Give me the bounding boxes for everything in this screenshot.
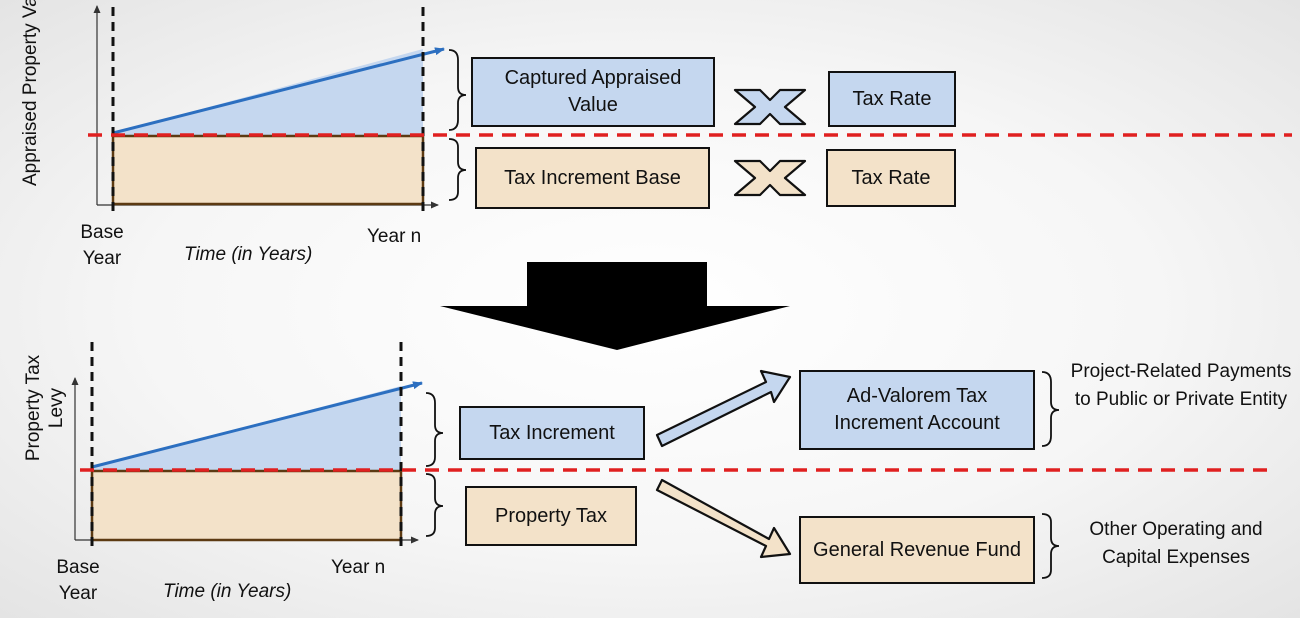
- captured-value-box: Captured Appraised Value: [471, 57, 715, 127]
- arrow-to-ad-valorem-icon: [655, 369, 792, 448]
- top-year-n-label: Year n: [367, 226, 422, 247]
- top-x-axis-label: Time (in Years): [184, 244, 313, 265]
- brace-tax-increment: [425, 392, 444, 467]
- bottom-base-area: [90, 469, 403, 542]
- ad-valorem-account-box: Ad-Valorem Tax Increment Account: [799, 370, 1035, 450]
- brace-property-tax: [425, 473, 444, 537]
- multiply-icon-top: [733, 88, 807, 126]
- multiply-icon-bottom: [733, 159, 807, 197]
- arrow-to-general-revenue-icon: [655, 478, 792, 559]
- top-y-axis-label: Appraised Property Value: [20, 0, 41, 186]
- tax-increment-base-box: Tax Increment Base: [475, 147, 710, 209]
- top-base-area: [111, 134, 425, 206]
- brace-captured-value: [448, 49, 467, 131]
- bottom-year-n-label: Year n: [331, 557, 386, 578]
- bottom-x-axis-label: Time (in Years): [163, 581, 292, 602]
- big-down-arrow-icon: [440, 262, 790, 350]
- top-chart: [93, 5, 445, 212]
- brace-general-revenue: [1041, 513, 1060, 579]
- property-tax-box: Property Tax: [465, 486, 637, 546]
- bottom-y-axis-label: Property Tax Levy: [23, 354, 67, 462]
- other-expenses-note: Other Operating and Capital Expenses: [1089, 519, 1263, 568]
- top-base-year-label: Base Year: [80, 222, 124, 269]
- bottom-chart: [71, 342, 423, 548]
- brace-ad-valorem: [1041, 371, 1060, 447]
- tax-increment-box: Tax Increment: [459, 406, 645, 460]
- brace-tax-increment-base: [448, 138, 467, 201]
- tax-rate-box-1: Tax Rate: [828, 71, 956, 127]
- project-payments-note: Project-Related Payments to Public or Pr…: [1070, 361, 1292, 410]
- tax-rate-box-2: Tax Rate: [826, 149, 956, 207]
- top-trend-line: [112, 47, 445, 135]
- general-revenue-fund-box: General Revenue Fund: [799, 516, 1035, 584]
- bottom-trend-line: [91, 381, 423, 469]
- bottom-base-year-label: Base Year: [56, 557, 100, 604]
